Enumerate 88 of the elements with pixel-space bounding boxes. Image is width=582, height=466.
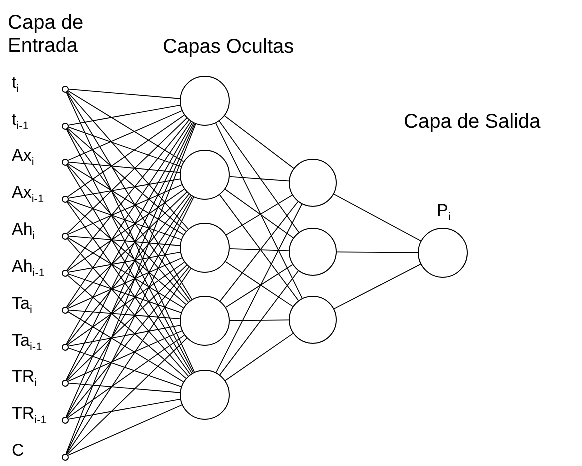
variable-label: Ah$_{i-1}$: [12, 258, 46, 280]
input-node-circle: [62, 122, 68, 130]
connection-line: [66, 268, 192, 455]
connection-line: [68, 237, 184, 308]
neuron-circle: [180, 223, 230, 273]
variable-label: Ax$_{i-1}$: [12, 184, 44, 206]
connection-line: [68, 200, 182, 240]
input-node-circle: [62, 380, 68, 386]
connection-line: [67, 262, 186, 346]
connection-line: [68, 330, 183, 382]
connection-line: [67, 188, 185, 272]
connection-line: [68, 162, 181, 174]
input-node-circle: [62, 196, 68, 202]
input-node-circle: [62, 232, 68, 240]
connection-line: [68, 178, 181, 199]
connection-line: [230, 248, 290, 252]
connection-line: [226, 194, 293, 236]
connection-line: [224, 116, 294, 169]
variable-label: Ta$_{i-1}$: [12, 332, 42, 354]
neuron-circle: [289, 228, 337, 276]
connection-line: [68, 325, 181, 347]
connection-line: [229, 176, 290, 182]
connection-line: [68, 236, 181, 246]
connection-line: [68, 258, 183, 310]
input-node-circle: [62, 86, 68, 92]
connection-line: [68, 252, 181, 273]
neuron-circle: [180, 296, 230, 346]
connection-line: [334, 194, 422, 242]
connection-line: [66, 120, 190, 271]
connection-line: [68, 310, 181, 320]
connection-line: [220, 270, 299, 376]
variable-label: C: [12, 442, 24, 459]
connection-line: [68, 110, 183, 162]
connection-line: [68, 404, 183, 456]
connection-line: [68, 126, 182, 168]
connection-line: [66, 164, 189, 303]
connection-line: [66, 266, 190, 418]
connection-line: [334, 264, 422, 310]
connection-line: [66, 238, 189, 377]
neuron-circle: [180, 76, 230, 126]
input-node-circle: [62, 454, 68, 460]
connection-line: [68, 398, 181, 420]
connection-line: [67, 334, 186, 418]
connection-line: [216, 122, 303, 299]
connection-line: [66, 196, 194, 454]
connection-line: [68, 163, 184, 236]
connection-line: [68, 104, 181, 126]
neuron-circle: [289, 296, 337, 344]
variable-label: t$_{i-1}$: [12, 111, 29, 132]
connection-line: [225, 333, 294, 382]
connection-line: [67, 114, 185, 198]
connection-line: [68, 184, 183, 236]
connection-line: [68, 311, 184, 382]
neuron-circle: [418, 228, 468, 278]
connection-line: [219, 120, 300, 233]
connection-line: [68, 348, 182, 388]
variable-label: P$_{i}$: [437, 202, 451, 224]
layer-title: Capas Ocultas: [163, 36, 296, 59]
neuron-circle: [289, 159, 337, 207]
neuron-circle: [180, 150, 230, 200]
input-node-circle: [62, 416, 68, 424]
layer-title: Capa de Salida: [404, 111, 542, 134]
connection-line: [68, 88, 181, 100]
connection-line: [67, 338, 188, 455]
variable-label: Ta$_{i}$: [12, 295, 32, 316]
input-node-circle: [62, 344, 68, 350]
variable-label: Ah$_{i}$: [12, 221, 36, 242]
input-node-circle: [62, 158, 68, 166]
variable-label: t$_{i}$: [12, 74, 20, 96]
connection-line: [66, 196, 194, 418]
variable-label: TR$_{i}$: [12, 368, 38, 390]
connection-line: [216, 204, 303, 374]
connection-line: [66, 164, 193, 374]
connection-line: [68, 274, 182, 314]
connection-line: [336, 252, 418, 254]
connection-line: [66, 92, 193, 300]
connection-line: [224, 189, 294, 239]
neuron-circle: [180, 370, 230, 420]
variable-label: Ax$_{i}$: [12, 147, 34, 168]
input-node-circle: [62, 306, 68, 314]
connection-line: [66, 194, 190, 345]
variable-label: TR$_{i-1}$: [12, 405, 47, 426]
layer-title: Capa de Entrada: [8, 12, 85, 58]
connection-line: [66, 91, 189, 230]
connection-line: [68, 382, 181, 394]
connection-line: [230, 320, 290, 322]
connection-line: [68, 90, 184, 162]
input-node-circle: [62, 270, 68, 276]
